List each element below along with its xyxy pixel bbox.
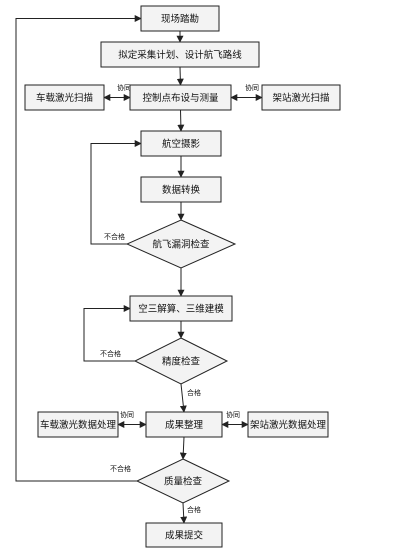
node-label: 数据转换 bbox=[162, 184, 201, 196]
process-box bbox=[37, 411, 119, 438]
edge-quality-check-to-survey: 不合格 bbox=[15, 15, 142, 482]
edge-label: 不合格 bbox=[104, 232, 125, 241]
edge-station-scan-to-control: 协同 bbox=[230, 83, 263, 101]
node-vehicle-proc: 车载激光数据处理 bbox=[37, 411, 119, 438]
edge-label: 协同 bbox=[117, 83, 131, 92]
process-box bbox=[145, 411, 223, 438]
process-box bbox=[129, 295, 233, 322]
process-box bbox=[129, 84, 232, 111]
node-label: 成果提交 bbox=[165, 530, 204, 542]
node-vehicle-scan: 车载激光扫描 bbox=[24, 84, 105, 111]
edge-line bbox=[180, 502, 188, 524]
edge-vehicle-scan-to-control: 协同 bbox=[103, 83, 131, 101]
process-box bbox=[247, 411, 329, 438]
edges-layer: 协同协同不合格不合格合格协同协同不合格合格 bbox=[15, 15, 263, 524]
edge-label: 合格 bbox=[187, 505, 201, 514]
edge-line bbox=[83, 305, 135, 362]
edge-results-to-vehicle-proc: 协同 bbox=[117, 410, 147, 428]
node-plan: 拟定采集计划、设计航飞路线 bbox=[100, 41, 260, 68]
node-label: 精度检查 bbox=[162, 356, 201, 368]
node-label: 车载激光扫描 bbox=[36, 92, 94, 104]
process-box bbox=[140, 176, 222, 203]
process-box bbox=[140, 5, 220, 32]
edge-results-to-station-proc: 协同 bbox=[221, 410, 249, 428]
decision-diamond bbox=[133, 337, 229, 385]
node-label: 车载激光数据处理 bbox=[40, 419, 117, 431]
node-label: 拟定采集计划、设计航飞路线 bbox=[118, 49, 242, 61]
node-aerial: 航空摄影 bbox=[140, 130, 222, 157]
decision-diamond bbox=[125, 219, 237, 269]
edge-label: 不合格 bbox=[100, 349, 121, 358]
edge-line bbox=[15, 15, 142, 482]
node-survey: 现场踏勘 bbox=[140, 5, 220, 32]
node-station-proc: 架站激光数据处理 bbox=[247, 411, 329, 438]
node-label: 空三解算、三维建模 bbox=[138, 303, 224, 315]
decision-diamond bbox=[135, 458, 231, 504]
edge-label: 协同 bbox=[120, 410, 134, 419]
edge-line bbox=[176, 66, 184, 86]
node-label: 航飞漏洞检查 bbox=[152, 239, 210, 251]
edge-results-to-quality-check bbox=[179, 436, 187, 460]
process-box bbox=[140, 130, 222, 157]
node-station-scan: 架站激光扫描 bbox=[261, 84, 341, 111]
node-convert: 数据转换 bbox=[140, 176, 222, 203]
node-aat: 空三解算、三维建模 bbox=[129, 295, 233, 322]
edge-line bbox=[179, 436, 187, 460]
edge-precision-check-to-aat: 不合格 bbox=[83, 305, 135, 362]
node-results: 成果整理 bbox=[145, 411, 223, 438]
node-label: 现场踏勘 bbox=[161, 13, 199, 25]
edge-line bbox=[90, 140, 142, 245]
edge-label: 协同 bbox=[245, 83, 259, 92]
node-label: 架站激光扫描 bbox=[272, 92, 330, 104]
node-label: 架站激光数据处理 bbox=[250, 419, 327, 431]
node-label: 航空摄影 bbox=[162, 138, 201, 150]
node-submit: 成果提交 bbox=[145, 522, 223, 548]
edge-plan-to-control bbox=[176, 66, 184, 86]
process-box bbox=[261, 84, 341, 111]
edge-label: 协同 bbox=[226, 410, 240, 419]
node-quality-check: 质量检查 bbox=[135, 458, 231, 504]
node-label: 控制点布设与测量 bbox=[142, 92, 219, 104]
process-box bbox=[145, 522, 223, 548]
edge-gap-check-to-aerial: 不合格 bbox=[90, 140, 142, 245]
node-gap-check: 航飞漏洞检查 bbox=[125, 219, 237, 269]
edge-label: 不合格 bbox=[110, 464, 131, 473]
edge-line bbox=[179, 383, 187, 413]
process-box bbox=[100, 41, 260, 68]
edge-line bbox=[177, 109, 185, 132]
node-control: 控制点布设与测量 bbox=[129, 84, 232, 111]
node-label: 成果整理 bbox=[165, 419, 204, 431]
edge-control-to-aerial bbox=[177, 109, 185, 132]
edge-quality-check-to-submit: 合格 bbox=[180, 502, 201, 524]
edge-precision-check-to-results: 合格 bbox=[179, 383, 201, 413]
edge-label: 合格 bbox=[187, 388, 201, 397]
node-precision-check: 精度检查 bbox=[133, 337, 229, 385]
process-box bbox=[24, 84, 105, 111]
node-label: 质量检查 bbox=[164, 476, 203, 488]
